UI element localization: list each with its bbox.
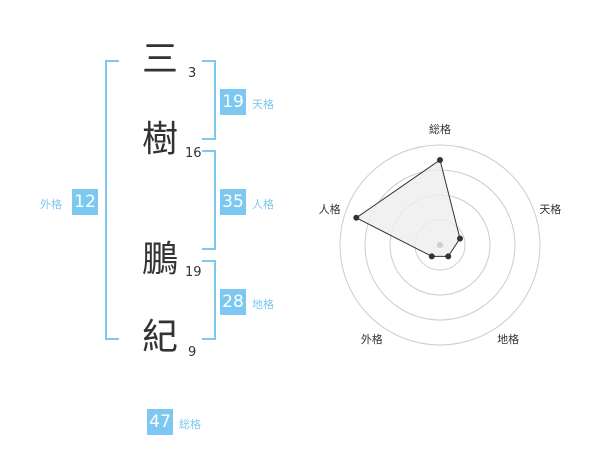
- soukaku-label: 総格: [179, 418, 201, 431]
- stroke-count-2: 16: [185, 146, 202, 161]
- stroke-count-1: 3: [188, 66, 197, 81]
- name-char-2: 樹: [142, 119, 179, 160]
- name-char-1: 三: [142, 39, 179, 80]
- radar-area: [355, 159, 461, 257]
- radar-point-2: [456, 235, 463, 242]
- radar-axis-label-3: 地格: [497, 332, 519, 346]
- soukaku-value: 47: [147, 409, 173, 435]
- radar-axis-label-2: 天格: [539, 202, 561, 216]
- radar-ring-4: [339, 144, 541, 346]
- tenkaku-label: 天格: [252, 98, 274, 111]
- name-char-3: 鵬: [142, 239, 179, 280]
- radar-axis-label-1: 総格: [429, 122, 451, 136]
- chikaku-value: 28: [220, 289, 246, 315]
- gaikaku-value: 12: [72, 189, 98, 215]
- chikaku-label: 地格: [252, 298, 274, 311]
- tenkaku-bracket: [202, 60, 216, 140]
- radar-point-3: [445, 253, 452, 260]
- stroke-count-4: 9: [188, 345, 197, 360]
- gaikaku-label: 外格: [40, 198, 62, 211]
- gaikaku-bracket: [105, 60, 119, 340]
- radar-axis-label-5: 人格: [319, 202, 341, 216]
- jinkaku-bracket: [202, 150, 216, 250]
- radar-axis-label-4: 外格: [361, 332, 383, 346]
- radar-center-dot: [437, 242, 443, 248]
- tenkaku-value: 19: [220, 89, 246, 115]
- radar-point-4: [428, 253, 435, 260]
- stroke-count-3: 19: [185, 265, 202, 280]
- radar-point-1: [437, 157, 443, 163]
- jinkaku-label: 人格: [252, 198, 274, 211]
- radar-point-5: [353, 214, 360, 221]
- jinkaku-value: 35: [220, 189, 246, 215]
- name-char-4: 紀: [142, 317, 179, 358]
- chikaku-bracket: [202, 260, 216, 340]
